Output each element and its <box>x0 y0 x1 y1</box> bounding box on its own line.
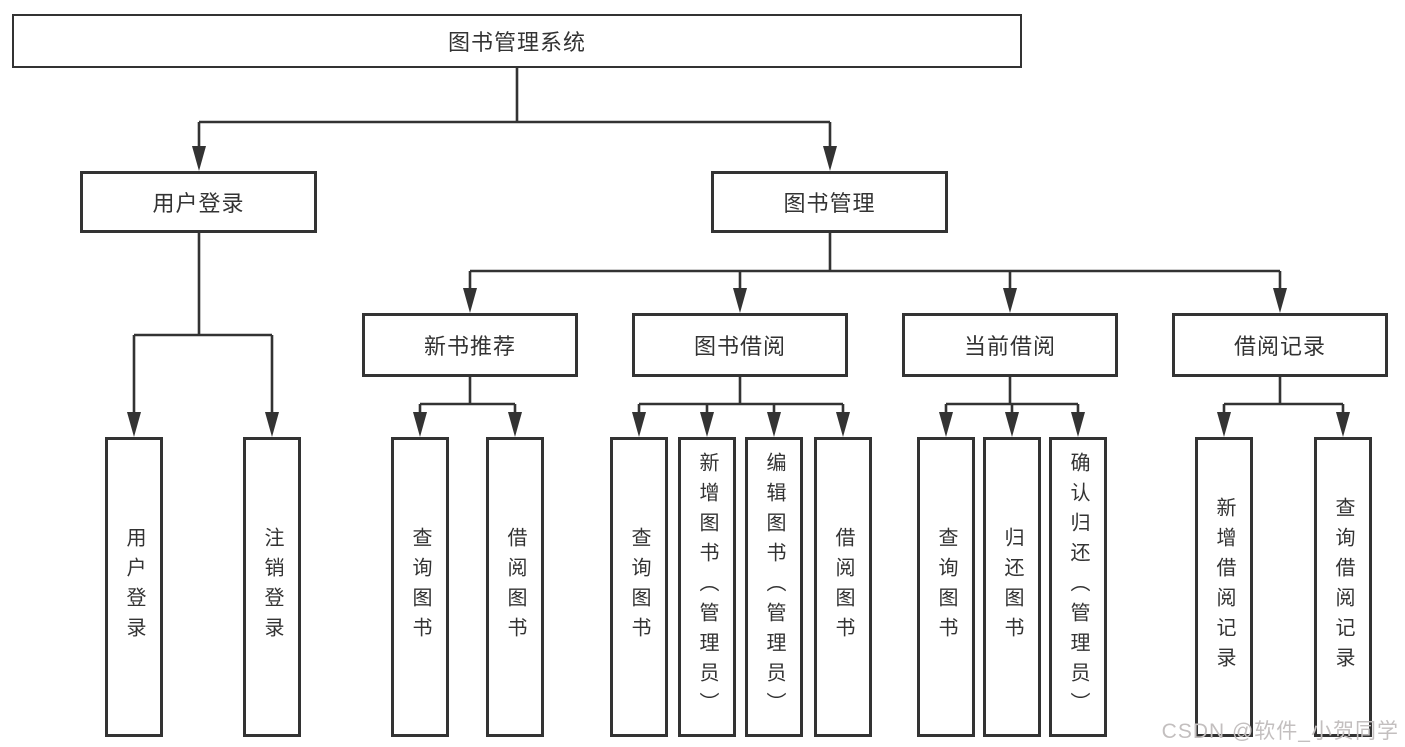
leaf-label: 查询图书 <box>628 527 650 647</box>
leaf-label: 注销登录 <box>261 527 283 647</box>
node-leaf-confirm-return-admin: 确认归还（管理员） <box>1049 437 1107 737</box>
node-book-management: 图书管理 <box>711 171 948 233</box>
node-root: 图书管理系统 <box>12 14 1022 68</box>
leaf-label: 新增借阅记录 <box>1213 497 1235 677</box>
leaf-label: 新增图书（管理员） <box>696 452 718 722</box>
node-leaf-return-book: 归还图书 <box>983 437 1041 737</box>
node-leaf-borrow-book: 借阅图书 <box>814 437 872 737</box>
node-leaf-edit-book-admin: 编辑图书（管理员） <box>745 437 803 737</box>
node-new-book-recommend: 新书推荐 <box>362 313 578 377</box>
leaf-label: 借阅图书 <box>832 527 854 647</box>
node-leaf-query-books-borrow: 查询图书 <box>610 437 668 737</box>
leaf-label: 用户登录 <box>123 527 145 647</box>
leaf-label: 查询图书 <box>935 527 957 647</box>
node-leaf-logout: 注销登录 <box>243 437 301 737</box>
tree-edges <box>132 68 1345 414</box>
node-leaf-add-borrow-record: 新增借阅记录 <box>1195 437 1253 737</box>
watermark: CSDN @软件_小贺同学 <box>1161 720 1399 743</box>
leaf-label: 确认归还（管理员） <box>1067 452 1089 722</box>
leaf-label: 借阅图书 <box>504 527 526 647</box>
leaf-label: 归还图书 <box>1001 527 1023 647</box>
node-current-borrow: 当前借阅 <box>902 313 1118 377</box>
arrowhead-icons <box>127 146 1350 437</box>
node-book-borrow: 图书借阅 <box>632 313 848 377</box>
node-leaf-user-login: 用户登录 <box>105 437 163 737</box>
node-leaf-query-books-recommend: 查询图书 <box>391 437 449 737</box>
node-leaf-add-book-admin: 新增图书（管理员） <box>678 437 736 737</box>
node-user-login: 用户登录 <box>80 171 317 233</box>
node-leaf-borrow-books-recommend: 借阅图书 <box>486 437 544 737</box>
node-leaf-query-borrow-record: 查询借阅记录 <box>1314 437 1372 737</box>
node-borrow-records: 借阅记录 <box>1172 313 1388 377</box>
leaf-label: 查询图书 <box>409 527 431 647</box>
node-leaf-query-books-current: 查询图书 <box>917 437 975 737</box>
leaf-label: 编辑图书（管理员） <box>763 452 785 722</box>
leaf-label: 查询借阅记录 <box>1332 497 1354 677</box>
